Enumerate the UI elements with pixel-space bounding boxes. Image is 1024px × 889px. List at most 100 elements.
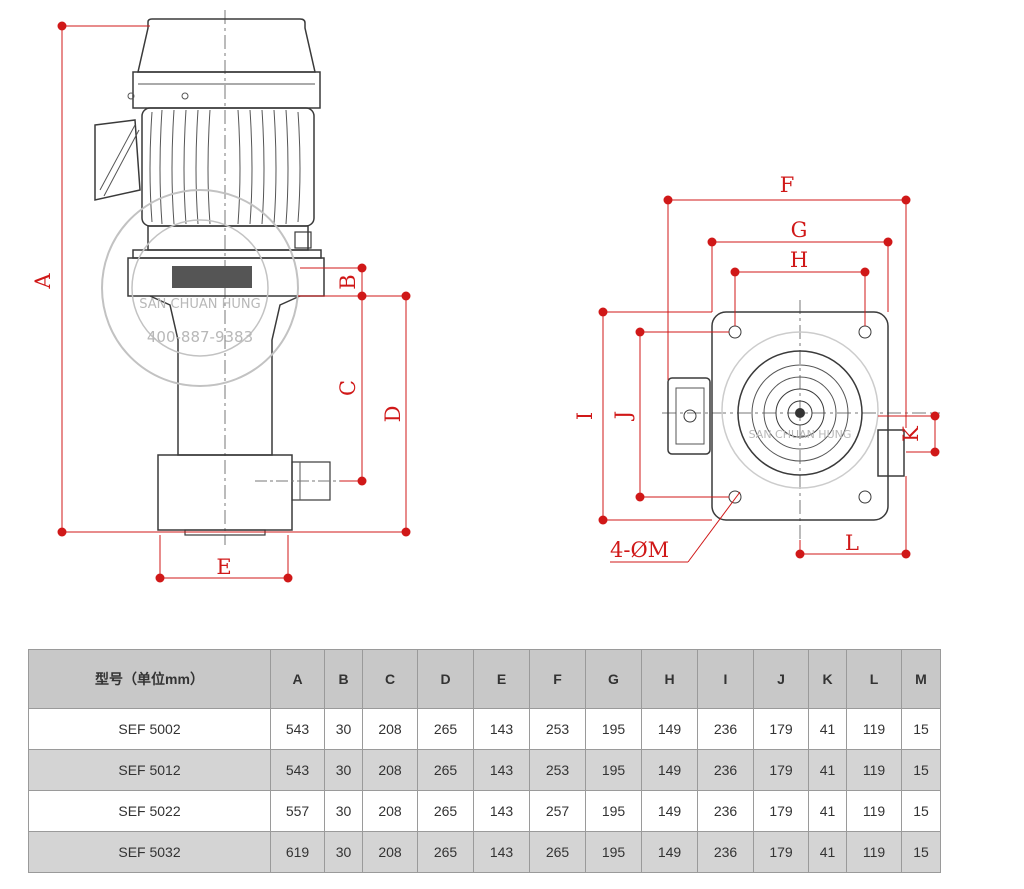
- dim-label-H: H: [790, 248, 808, 272]
- dim-label-C: C: [336, 380, 360, 396]
- header-col: E: [473, 649, 530, 709]
- model-cell: SEF 5032: [28, 831, 271, 873]
- dim-label-B: B: [336, 274, 360, 289]
- value-cell: 195: [585, 831, 642, 873]
- top-view-dimensions: [598, 195, 940, 563]
- value-cell: 30: [324, 708, 363, 750]
- value-cell: 265: [417, 831, 474, 873]
- value-cell: 257: [529, 790, 586, 832]
- value-cell: 30: [324, 831, 363, 873]
- value-cell: 265: [529, 831, 586, 873]
- value-cell: 143: [473, 749, 530, 791]
- value-cell: 15: [901, 790, 941, 832]
- value-cell: 41: [808, 708, 847, 750]
- value-cell: 149: [641, 790, 698, 832]
- value-cell: 30: [324, 790, 363, 832]
- value-cell: 208: [362, 831, 418, 873]
- value-cell: 179: [753, 790, 809, 832]
- dim-label-K: K: [899, 426, 923, 442]
- dim-label-A: A: [31, 273, 55, 290]
- value-cell: 265: [417, 708, 474, 750]
- value-cell: 179: [753, 831, 809, 873]
- pump-top-view: [662, 300, 940, 540]
- value-cell: 119: [846, 749, 902, 791]
- value-cell: 15: [901, 831, 941, 873]
- dim-label-F: F: [780, 173, 795, 197]
- value-cell: 236: [697, 790, 754, 832]
- header-col: M: [901, 649, 941, 709]
- header-col: B: [324, 649, 363, 709]
- dim-label-G: G: [791, 218, 808, 242]
- dim-label-D: D: [381, 406, 405, 423]
- value-cell: 195: [585, 749, 642, 791]
- value-cell: 543: [270, 749, 325, 791]
- header-col: K: [808, 649, 847, 709]
- value-cell: 143: [473, 790, 530, 832]
- value-cell: 619: [270, 831, 325, 873]
- value-cell: 149: [641, 831, 698, 873]
- header-col: G: [585, 649, 642, 709]
- value-cell: 15: [901, 708, 941, 750]
- dim-A-bottom-marker: [57, 527, 67, 537]
- value-cell: 253: [529, 708, 586, 750]
- header-col: J: [753, 649, 809, 709]
- header-model: 型号（单位mm）: [28, 649, 271, 709]
- value-cell: 149: [641, 708, 698, 750]
- watermark-company-en-2: SAN CHUAN HUNG: [749, 428, 852, 441]
- value-cell: 557: [270, 790, 325, 832]
- value-cell: 41: [808, 749, 847, 791]
- value-cell: 236: [697, 831, 754, 873]
- header-col: C: [362, 649, 418, 709]
- value-cell: 208: [362, 749, 418, 791]
- value-cell: 143: [473, 708, 530, 750]
- watermark-company-en: SAN CHUAN HUNG: [139, 297, 260, 312]
- header-col: H: [641, 649, 698, 709]
- watermark-phone: 400-887-9383: [147, 328, 253, 346]
- value-cell: 236: [697, 708, 754, 750]
- value-cell: 143: [473, 831, 530, 873]
- watermark-stamp-left: SAN CHUAN HUNG 400-887-9383: [101, 189, 299, 387]
- value-cell: 41: [808, 790, 847, 832]
- value-cell: 208: [362, 790, 418, 832]
- value-cell: 119: [846, 790, 902, 832]
- header-col: A: [270, 649, 325, 709]
- header-col: I: [697, 649, 754, 709]
- value-cell: 179: [753, 749, 809, 791]
- value-cell: 208: [362, 708, 418, 750]
- value-cell: 265: [417, 790, 474, 832]
- value-cell: 119: [846, 831, 902, 873]
- pump-dimension-drawing: SAN CHUAN HUNG 400-887-9383 A B C D E: [31, 10, 940, 583]
- value-cell: 265: [417, 749, 474, 791]
- value-cell: 30: [324, 749, 363, 791]
- side-edge-mark: [1014, 818, 1022, 858]
- dim-label-L: L: [845, 531, 859, 555]
- dim-label-E: E: [216, 555, 231, 579]
- value-cell: 253: [529, 749, 586, 791]
- watermark-stamp-right: SAN CHUAN HUNG: [721, 331, 879, 489]
- value-cell: 236: [697, 749, 754, 791]
- value-cell: 41: [808, 831, 847, 873]
- value-cell: 149: [641, 749, 698, 791]
- value-cell: 195: [585, 708, 642, 750]
- value-cell: 15: [901, 749, 941, 791]
- model-cell: SEF 5002: [28, 708, 271, 750]
- value-cell: 119: [846, 708, 902, 750]
- value-cell: 543: [270, 708, 325, 750]
- spec-table: 型号（单位mm） A B C D E F G H I J K L M SEF 5…: [28, 649, 941, 873]
- header-col: L: [846, 649, 902, 709]
- model-cell: SEF 5012: [28, 749, 271, 791]
- table-header-row: 型号（单位mm） A B C D E F G H I J K L M: [28, 649, 941, 709]
- value-cell: 195: [585, 790, 642, 832]
- side-view-dimensions: [57, 21, 411, 583]
- dim-label-J: J: [611, 411, 635, 421]
- header-col: F: [529, 649, 586, 709]
- dim-A-top-marker: [57, 21, 67, 31]
- header-col: D: [417, 649, 474, 709]
- dim-label-hole: 4-ØM: [610, 538, 669, 562]
- dim-label-I: I: [573, 412, 597, 420]
- model-cell: SEF 5022: [28, 790, 271, 832]
